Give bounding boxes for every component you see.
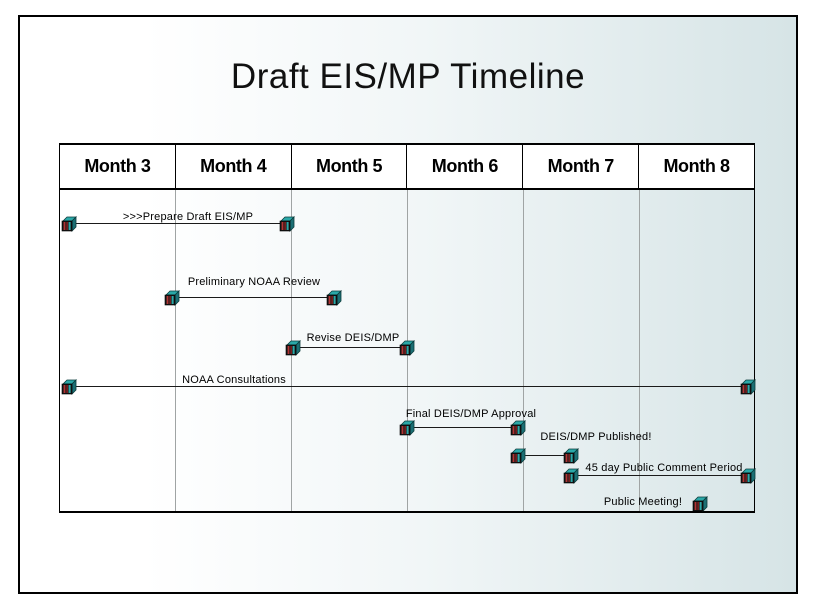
milestone-cube-icon <box>285 339 301 356</box>
milestone-cube-icon <box>563 467 579 484</box>
month-header-month-8: Month 8 <box>638 145 754 188</box>
task-line <box>69 386 748 387</box>
month-header-month-5: Month 5 <box>290 145 407 188</box>
month-header-month-6: Month 6 <box>406 145 522 188</box>
milestone-cube-icon <box>510 419 526 436</box>
slide-title: Draft EIS/MP Timeline <box>230 57 586 96</box>
task-label: Preliminary NOAA Review <box>187 276 321 288</box>
task-line <box>172 297 334 298</box>
month-header-month-3: Month 3 <box>84 156 151 176</box>
milestone-cube-icon <box>399 339 415 356</box>
column-gridline <box>175 190 176 511</box>
gantt-body: >>>Prepare Draft EIS/MP Preliminary NOAA … <box>59 190 756 513</box>
milestone-cube-icon <box>692 495 708 512</box>
milestone-cube-icon <box>563 447 579 464</box>
month-header-month-4: Month 4 <box>174 145 291 188</box>
milestone-cube-icon <box>740 378 756 395</box>
task-line <box>293 347 407 348</box>
milestone-cube-icon <box>510 447 526 464</box>
task-label: >>>Prepare Draft EIS/MP <box>122 211 254 223</box>
milestone-cube-icon <box>61 378 77 395</box>
task-label: DEIS/DMP Published! <box>540 431 652 443</box>
milestone-cube-icon <box>279 215 295 232</box>
month-header-month-7: Month 7 <box>522 145 638 188</box>
task-label: 45 day Public Comment Period <box>585 462 743 474</box>
task-line <box>69 223 287 224</box>
milestone-cube-icon <box>164 289 180 306</box>
task-line <box>518 455 571 456</box>
milestone-cube-icon <box>740 467 756 484</box>
task-label: Public Meeting! <box>603 496 683 508</box>
task-label: Revise DEIS/DMP <box>306 332 400 344</box>
milestone-cube-icon <box>399 419 415 436</box>
task-line <box>407 427 518 428</box>
task-label: Final DEIS/DMP Approval <box>405 408 537 420</box>
column-gridline <box>639 190 640 511</box>
milestone-cube-icon <box>326 289 342 306</box>
column-gridline <box>523 190 524 511</box>
milestone-cube-icon <box>61 215 77 232</box>
task-label: NOAA Consultations <box>182 374 286 386</box>
task-line <box>571 475 748 476</box>
